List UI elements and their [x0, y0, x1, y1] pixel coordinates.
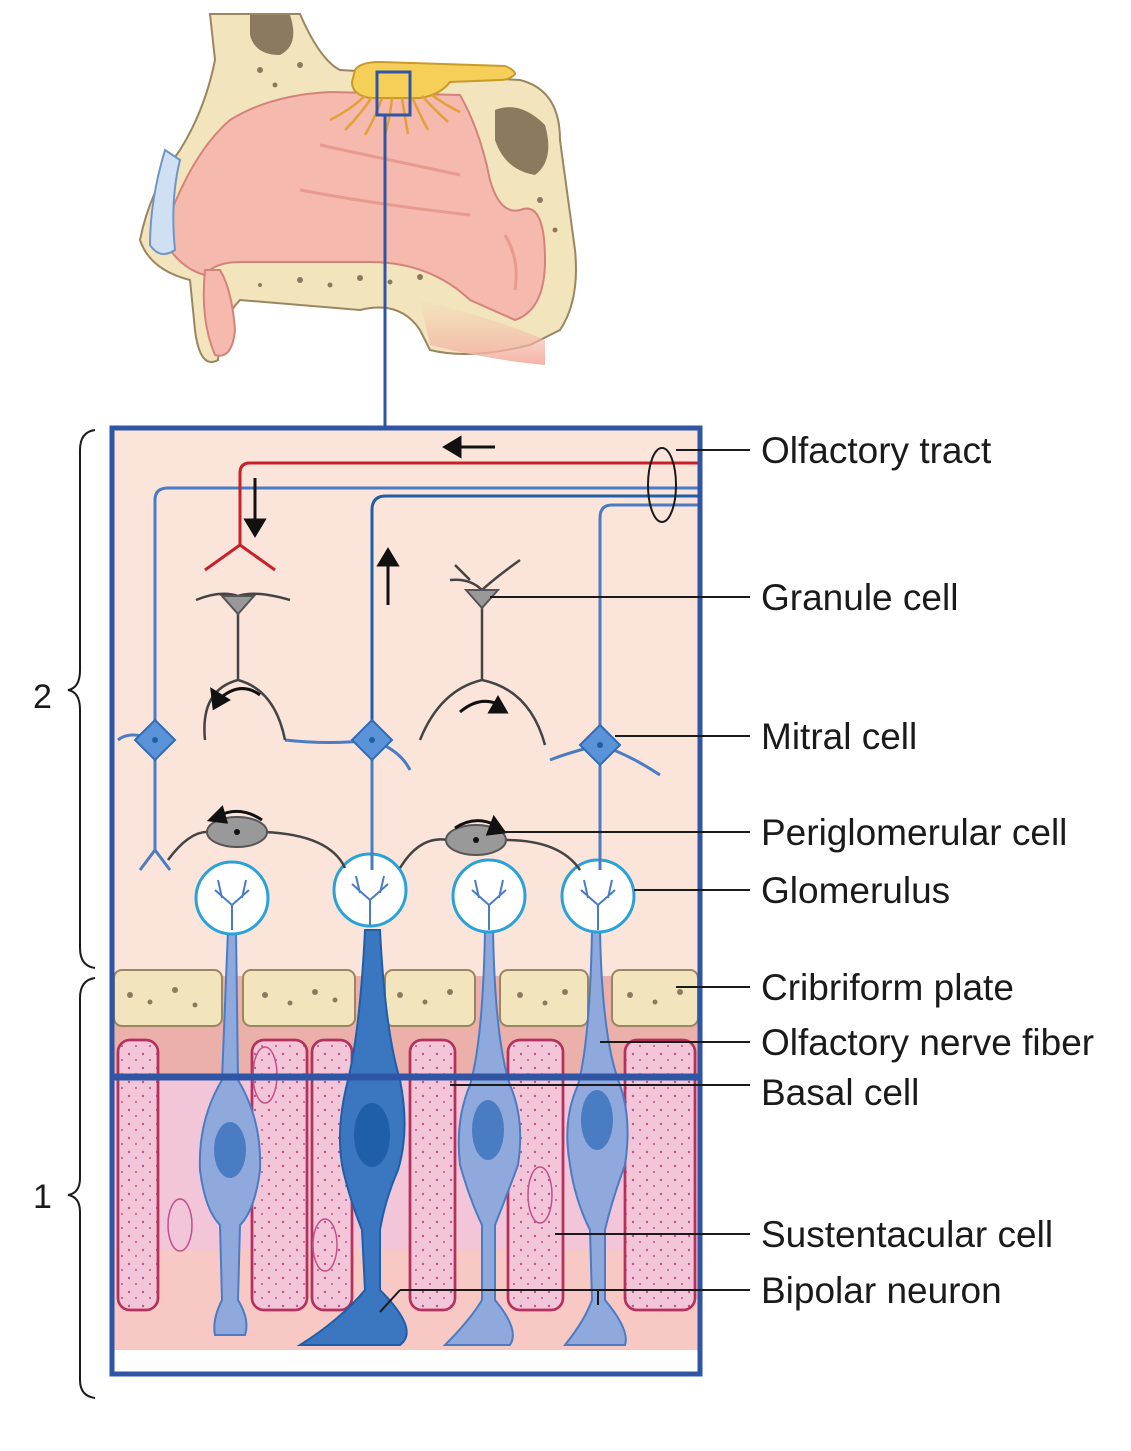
label-periglomerular-cell: Periglomerular cell [761, 812, 1068, 853]
mitral-cells [117, 486, 698, 871]
bracket-number-upper: 2 [33, 678, 52, 716]
label-sustentacular-cell: Sustentacular cell [761, 1214, 1054, 1255]
label-mitral-cell: Mitral cell [761, 716, 918, 757]
bipolar-neurons [198, 929, 629, 1346]
label-basal-cell: Basal cell [761, 1072, 920, 1113]
zoom-panel [109, 425, 703, 1377]
bracket-number-lower: 1 [33, 1178, 52, 1216]
sustentacular-cells [116, 1038, 697, 1312]
glomeruli [194, 852, 636, 936]
leader-lines [379, 449, 750, 1313]
nasal-cavity-section [138, 13, 577, 428]
label-cribriform-plate: Cribriform plate [761, 967, 1014, 1008]
label-bipolar-neuron: Bipolar neuron [761, 1270, 1002, 1311]
brace-marks [67, 429, 96, 1399]
label-olfactory-nerve-fiber: Olfactory nerve fiber [761, 1022, 1095, 1063]
cribriform-plate [113, 969, 699, 1027]
label-glomerulus: Glomerulus [761, 870, 951, 911]
label-granule-cell: Granule cell [761, 577, 959, 618]
label-olfactory-tract: Olfactory tract [761, 430, 992, 471]
